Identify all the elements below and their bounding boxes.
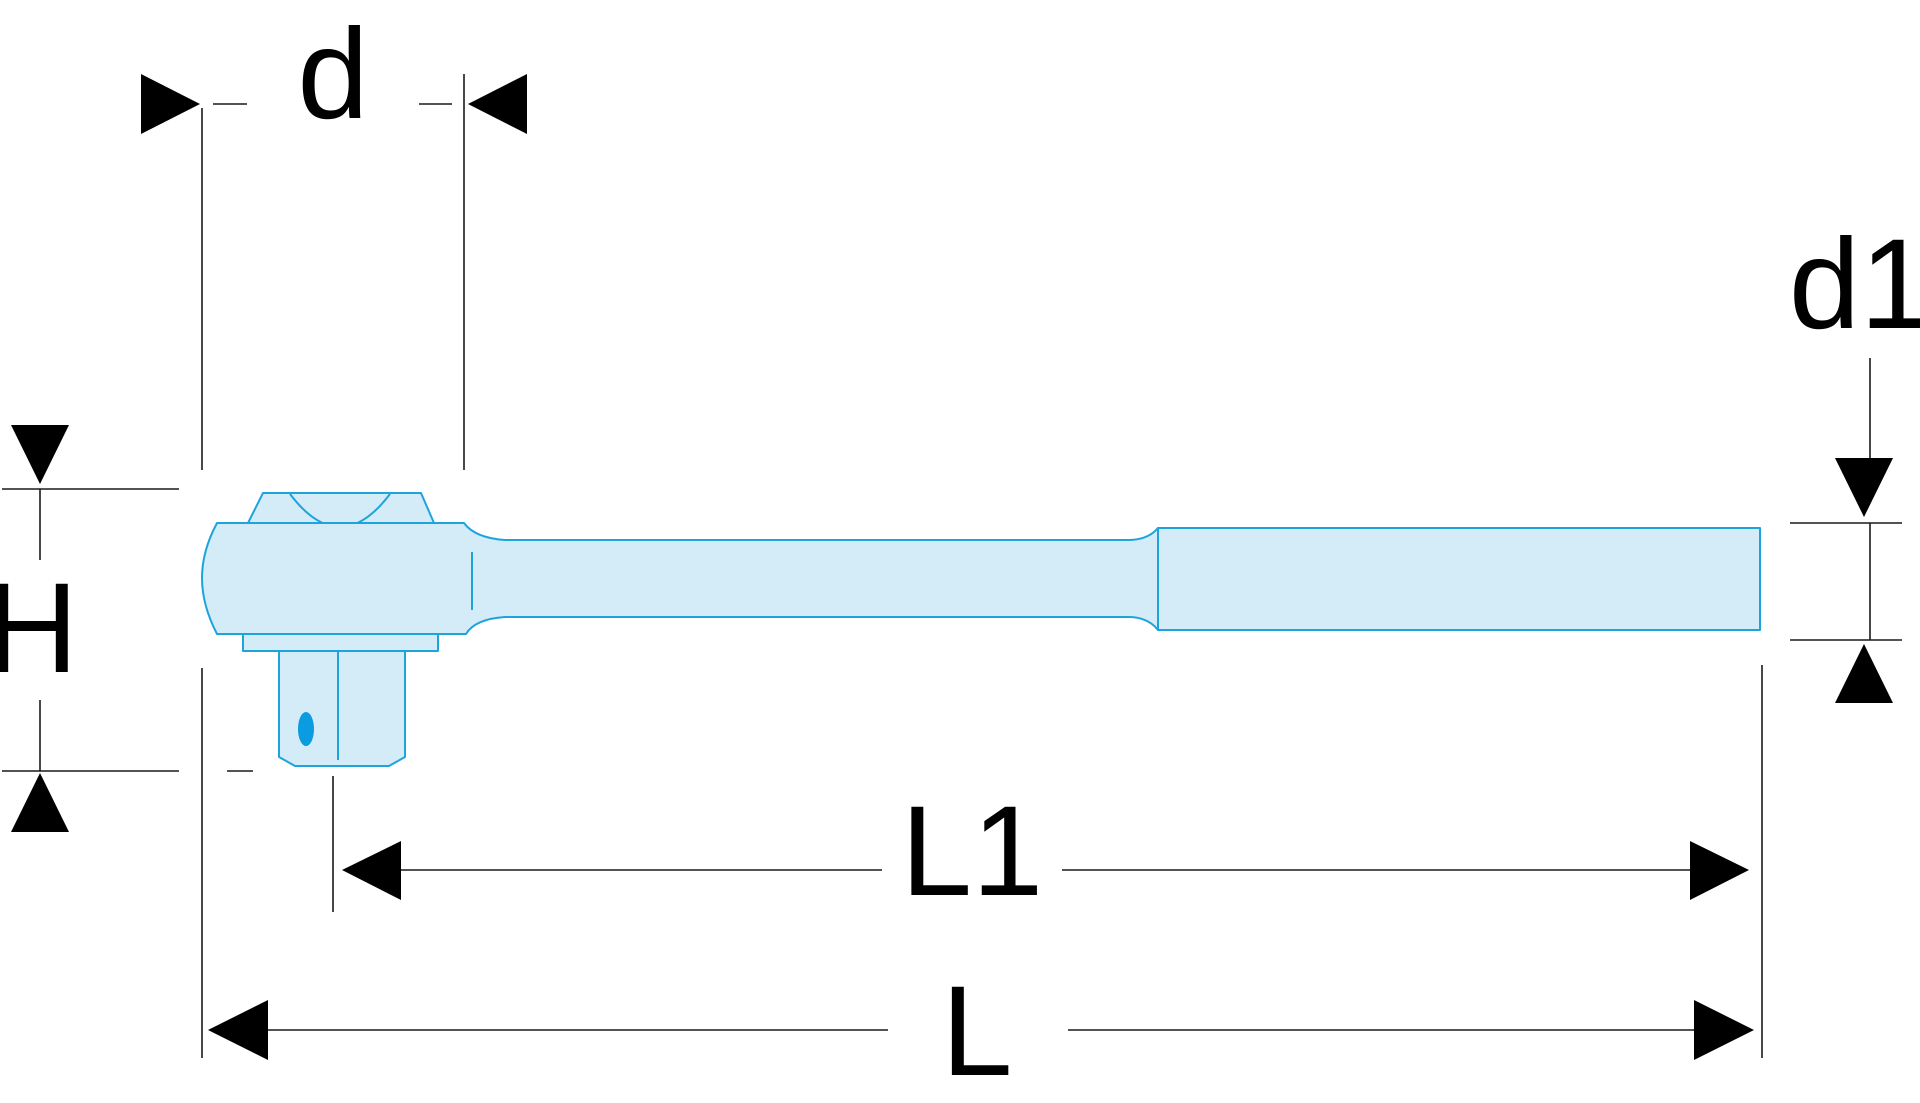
label-d: d: [297, 3, 368, 146]
d-arrow-right: [468, 74, 527, 134]
l-arrow-left: [208, 1000, 268, 1060]
extension-lines: [2, 74, 1902, 1058]
dimension-labels: d d1 H L1 L: [0, 3, 1920, 1103]
ball-detent-hole: [298, 712, 314, 746]
ratchet-wrench: [201, 492, 1761, 767]
h-arrow-top: [11, 425, 69, 484]
square-drive: [278, 650, 406, 767]
label-l: L: [941, 960, 1012, 1103]
d1-arrow-top: [1835, 458, 1893, 517]
d1-arrow-bottom: [1835, 644, 1893, 703]
d-arrow-left: [141, 74, 200, 134]
l1-arrow-left: [342, 841, 401, 900]
l1-arrow-right: [1690, 841, 1749, 900]
label-h: H: [0, 557, 78, 700]
h-arrow-bottom: [11, 773, 69, 832]
label-d1: d1: [1789, 213, 1920, 356]
ratchet-handle-grip: [1157, 527, 1761, 631]
drive-collar: [242, 633, 439, 652]
label-l1: L1: [901, 780, 1043, 923]
dimension-arrows: [11, 74, 1893, 1060]
ratchet-body: [201, 522, 1161, 635]
ratchet-head-top: [247, 492, 435, 524]
l-arrow-right: [1694, 1000, 1754, 1060]
